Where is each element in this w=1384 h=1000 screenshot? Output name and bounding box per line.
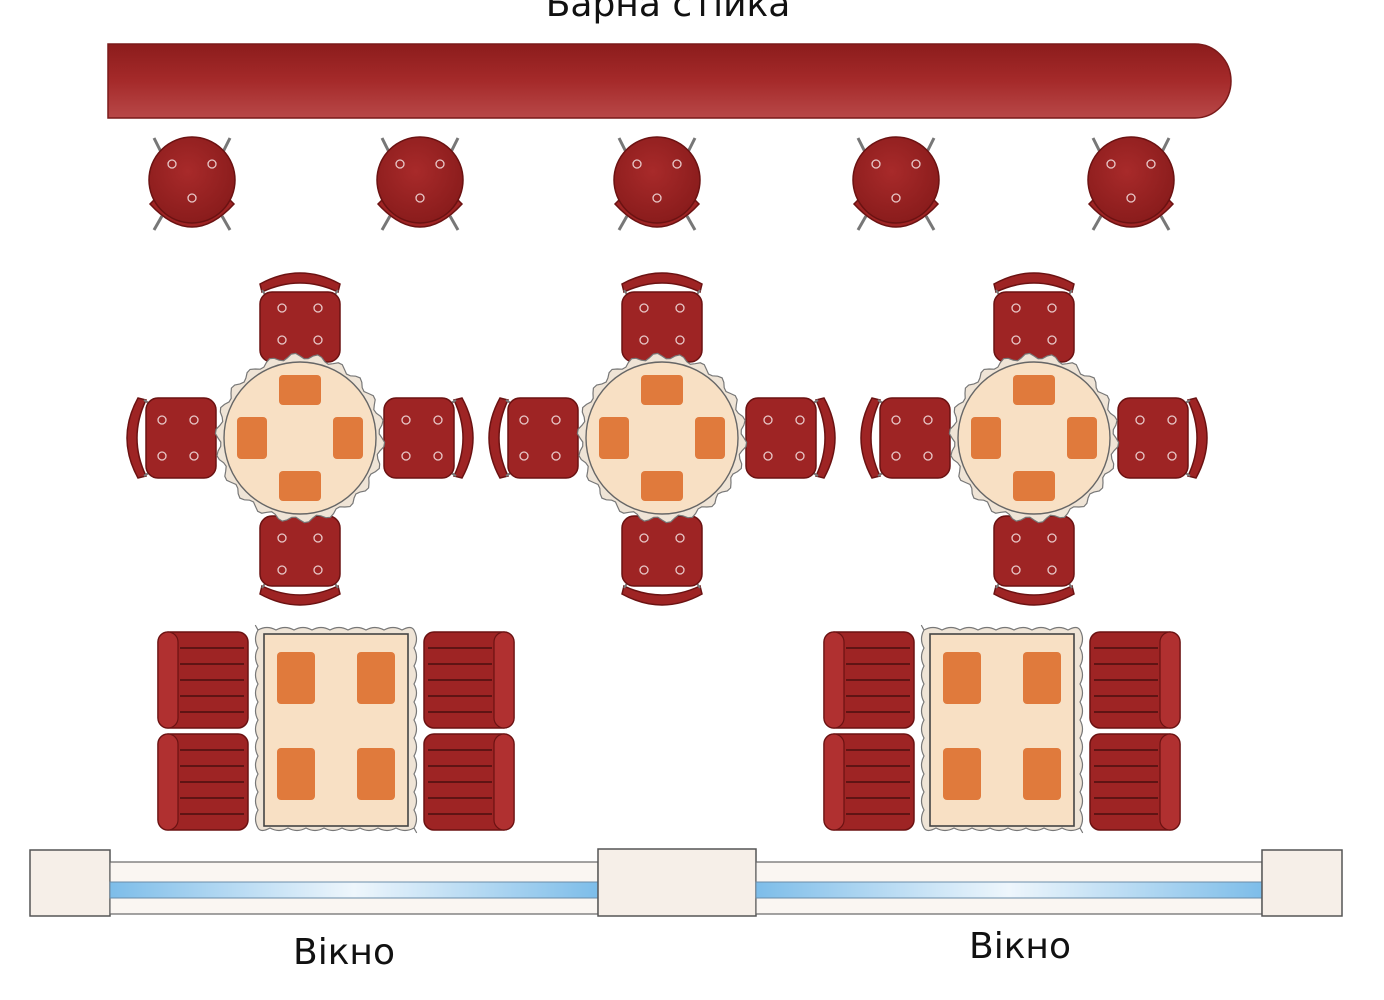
round-table-set — [860, 272, 1208, 606]
chair — [993, 272, 1075, 363]
chair — [126, 397, 217, 479]
chair — [1117, 397, 1208, 479]
window-glass-left — [109, 881, 599, 899]
sofa — [157, 631, 249, 729]
plate — [279, 375, 321, 405]
sofa — [423, 733, 515, 831]
chair — [745, 397, 836, 479]
plate — [943, 652, 981, 704]
plate — [641, 471, 683, 501]
bar-stools — [148, 136, 1175, 231]
bar-stool — [613, 136, 701, 231]
plate — [237, 417, 267, 459]
plate — [599, 417, 629, 459]
round-table — [585, 361, 739, 515]
bar-stool — [376, 136, 464, 231]
plate — [333, 417, 363, 459]
booth-tables — [157, 624, 1181, 834]
bar-counter-label: Барна стійка — [545, 0, 791, 25]
plate — [357, 748, 395, 800]
chair — [259, 272, 341, 363]
plate — [971, 417, 1001, 459]
plate — [277, 652, 315, 704]
chair — [621, 272, 703, 363]
sofa — [823, 733, 915, 831]
bar-counter — [107, 43, 1232, 119]
bar-stool — [148, 136, 236, 231]
window-glass-right — [755, 881, 1263, 899]
plate — [641, 375, 683, 405]
sofa — [1089, 631, 1181, 729]
round-table — [223, 361, 377, 515]
chair — [993, 515, 1075, 606]
sofa — [423, 631, 515, 729]
chair — [383, 397, 474, 479]
window-label-left: Вікно — [292, 932, 396, 973]
sofa — [823, 631, 915, 729]
chair — [259, 515, 341, 606]
plate — [1023, 652, 1061, 704]
plate — [1067, 417, 1097, 459]
bar-stool — [1087, 136, 1175, 231]
plate — [943, 748, 981, 800]
chair — [860, 397, 951, 479]
booth-table-set — [823, 624, 1181, 834]
sofa — [1089, 733, 1181, 831]
round-table-set — [126, 272, 474, 606]
sofa — [157, 733, 249, 831]
plate — [695, 417, 725, 459]
plate — [1013, 375, 1055, 405]
plate — [279, 471, 321, 501]
window-wall — [29, 848, 1343, 917]
round-tables — [126, 272, 1208, 606]
chair — [488, 397, 579, 479]
plate — [277, 748, 315, 800]
booth-table-set — [157, 624, 515, 834]
plate — [357, 652, 395, 704]
round-table — [957, 361, 1111, 515]
chair — [621, 515, 703, 606]
window-label-right: Вікно — [968, 926, 1072, 967]
plate — [1013, 471, 1055, 501]
plate — [1023, 748, 1061, 800]
round-table-set — [488, 272, 836, 606]
bar-stool — [852, 136, 940, 231]
